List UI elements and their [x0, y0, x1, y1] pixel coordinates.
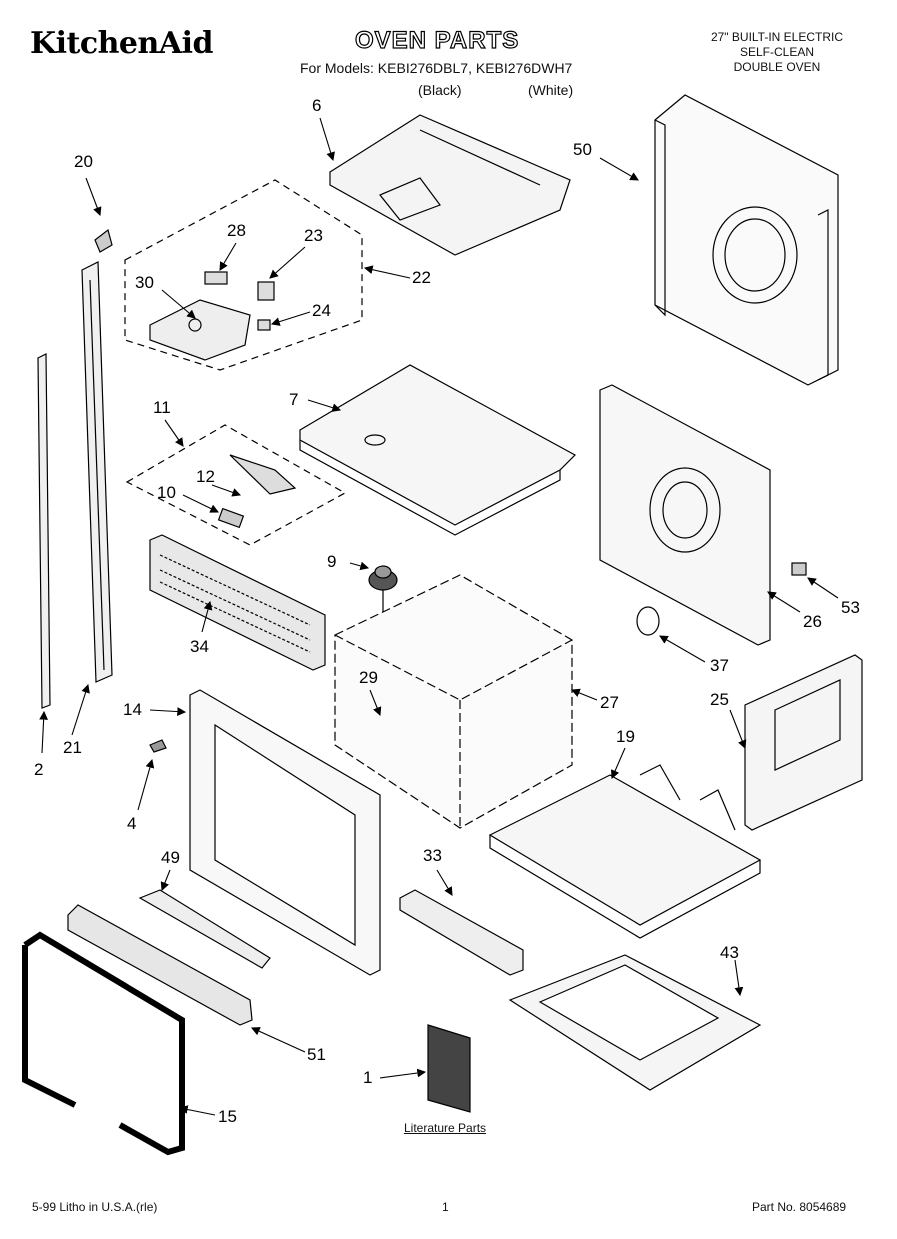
callout-6: 6	[312, 96, 322, 115]
callout-29: 29	[359, 668, 378, 687]
callout-20: 20	[74, 152, 93, 171]
part-22-group-outline	[124, 179, 363, 371]
product-spec: 27" BUILT-IN ELECTRIC SELF-CLEAN DOUBLE …	[672, 30, 882, 75]
page-title: OVEN PARTS	[354, 26, 520, 54]
callout-12: 12	[196, 467, 215, 486]
brand-logo: KitchenAid	[30, 26, 213, 61]
callout-9: 9	[327, 552, 337, 571]
part-26-side-panel	[599, 384, 771, 646]
part-19-bottom-shelf	[488, 764, 762, 939]
part-30-bracket	[149, 299, 251, 361]
spec-line-2: SELF-CLEAN	[739, 45, 815, 59]
print-info: 5-99 Litho in U.S.A.(rle)	[32, 1200, 158, 1214]
callout-15: 15	[218, 1107, 237, 1126]
part-11-group-outline	[125, 424, 347, 546]
part-4-screw	[149, 739, 167, 753]
part-28-switch	[204, 271, 228, 285]
callout-49: 49	[161, 848, 180, 867]
callout-10: 10	[157, 483, 176, 502]
callout-2: 2	[34, 760, 44, 779]
part-20-cap	[94, 228, 113, 253]
part-2-trim	[37, 353, 51, 709]
callout-1: 1	[363, 1068, 373, 1087]
part-9-thermostat	[368, 565, 398, 625]
model-numbers: For Models: KEBI276DBL7, KEBI276DWH7	[300, 60, 573, 76]
callout-28: 28	[227, 221, 246, 240]
part-15-door-gasket	[22, 931, 185, 1156]
callout-37: 37	[710, 656, 729, 675]
part-23-connector	[257, 281, 275, 301]
callout-50: 50	[573, 140, 592, 159]
part-10-light	[217, 507, 245, 529]
callout-30: 30	[135, 273, 154, 292]
part-25-end-panel	[744, 654, 863, 831]
callout-4: 4	[127, 814, 137, 833]
spec-line-3: DOUBLE OVEN	[733, 60, 821, 74]
part-49-trim	[138, 889, 271, 969]
part-7-top-panel	[299, 364, 576, 536]
part-34-control-panel	[149, 534, 326, 671]
part-43-bottom-tray	[508, 954, 762, 1091]
callout-21: 21	[63, 738, 82, 757]
callout-11: 11	[153, 398, 171, 417]
callout-53: 53	[841, 598, 860, 617]
callout-7: 7	[289, 390, 299, 409]
callout-24: 24	[312, 301, 331, 320]
part-12-sensor	[229, 454, 297, 495]
part-53-bracket	[791, 562, 807, 576]
part-51-vent-trim	[67, 904, 253, 1026]
callout-27: 27	[600, 693, 619, 712]
callout-25: 25	[710, 690, 729, 709]
part-1-literature	[427, 1024, 471, 1113]
part-27-oven-cavity	[334, 574, 573, 829]
color-black-label: (Black)	[418, 82, 462, 98]
callout-34: 34	[190, 637, 209, 656]
callout-22: 22	[412, 268, 431, 287]
part-6-vent-duct	[329, 114, 571, 256]
callout-26: 26	[803, 612, 822, 631]
callout-14: 14	[123, 700, 142, 719]
page-number: 1	[442, 1200, 449, 1214]
part-14-front-frame	[189, 689, 381, 976]
literature-parts-label: Literature Parts	[404, 1121, 487, 1135]
color-white-label: (White)	[528, 82, 574, 98]
part-33-rail	[399, 889, 524, 976]
callout-51: 51	[307, 1045, 326, 1064]
part-50-rear-panel	[654, 94, 839, 386]
part-37-gasket	[636, 606, 660, 636]
callout-19: 19	[616, 727, 635, 746]
part-number: Part No. 8054689	[752, 1200, 847, 1214]
part-24-clip	[257, 319, 271, 331]
spec-line-1: 27" BUILT-IN ELECTRIC	[710, 30, 844, 44]
callout-43: 43	[720, 943, 739, 962]
callout-33: 33	[423, 846, 442, 865]
callout-23: 23	[304, 226, 323, 245]
